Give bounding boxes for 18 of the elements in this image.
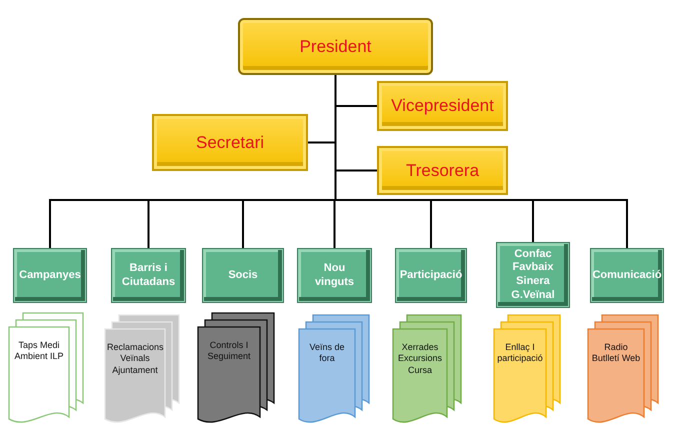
role-box: Tresorera (377, 146, 508, 195)
area-box: Confac Favbaix Sinera G.Veïnal (496, 242, 570, 308)
document-text: Controls I Seguiment (206, 340, 252, 362)
document-text: Veïns de fora (308, 342, 346, 364)
document-text: Xerrades Excursions Cursa (396, 342, 443, 376)
role-box: Vicepresident (377, 81, 508, 131)
area-box: Campanyes (13, 248, 87, 303)
document-text: Enllaç I participació (496, 342, 544, 364)
role-box: Secretari (152, 114, 308, 171)
area-box: Barris i Ciutadans (111, 248, 186, 303)
area-box: Participació (395, 248, 467, 303)
area-box: Nou vinguts (297, 248, 372, 303)
area-box: Comunicació (590, 248, 664, 303)
role-box: President (238, 18, 433, 75)
area-box: Socis (202, 248, 284, 303)
document-text: Radio Butlletí Web (590, 342, 642, 364)
document-text: Taps Medi Ambient ILP (13, 340, 65, 362)
document-text: Reclamacions Veïnals Ajuntament (107, 342, 163, 376)
